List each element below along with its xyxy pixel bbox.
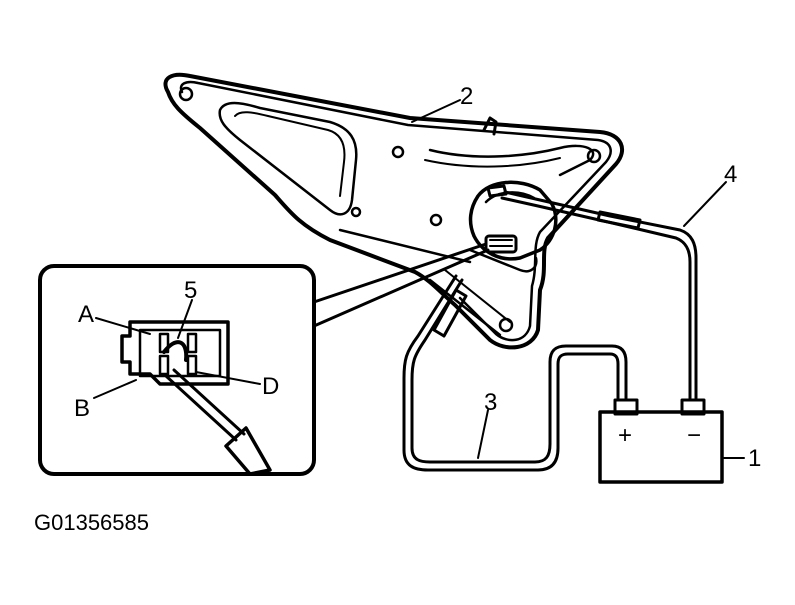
callout-b: B [74, 395, 90, 422]
callout-5: 5 [184, 277, 197, 304]
callout-2: 2 [460, 83, 473, 110]
battery-minus-sign: − [687, 422, 701, 449]
callout-leaders [93, 99, 745, 459]
battery: + − [598, 398, 724, 484]
callout-1: 1 [748, 445, 761, 472]
figure-code: G01356585 [34, 510, 149, 535]
callout-d: D [262, 373, 279, 400]
lead-3 [402, 274, 628, 472]
callout-labels: 1 2 3 4 5 A B D [74, 83, 761, 472]
callout-3: 3 [484, 389, 497, 416]
callout-a: A [78, 301, 94, 328]
motor [468, 180, 558, 273]
lead-4 [500, 190, 698, 400]
callout-4: 4 [724, 161, 737, 188]
regulator-assembly [163, 72, 625, 350]
battery-plus-sign: + [618, 422, 632, 449]
connector-detail-inset [38, 242, 490, 476]
